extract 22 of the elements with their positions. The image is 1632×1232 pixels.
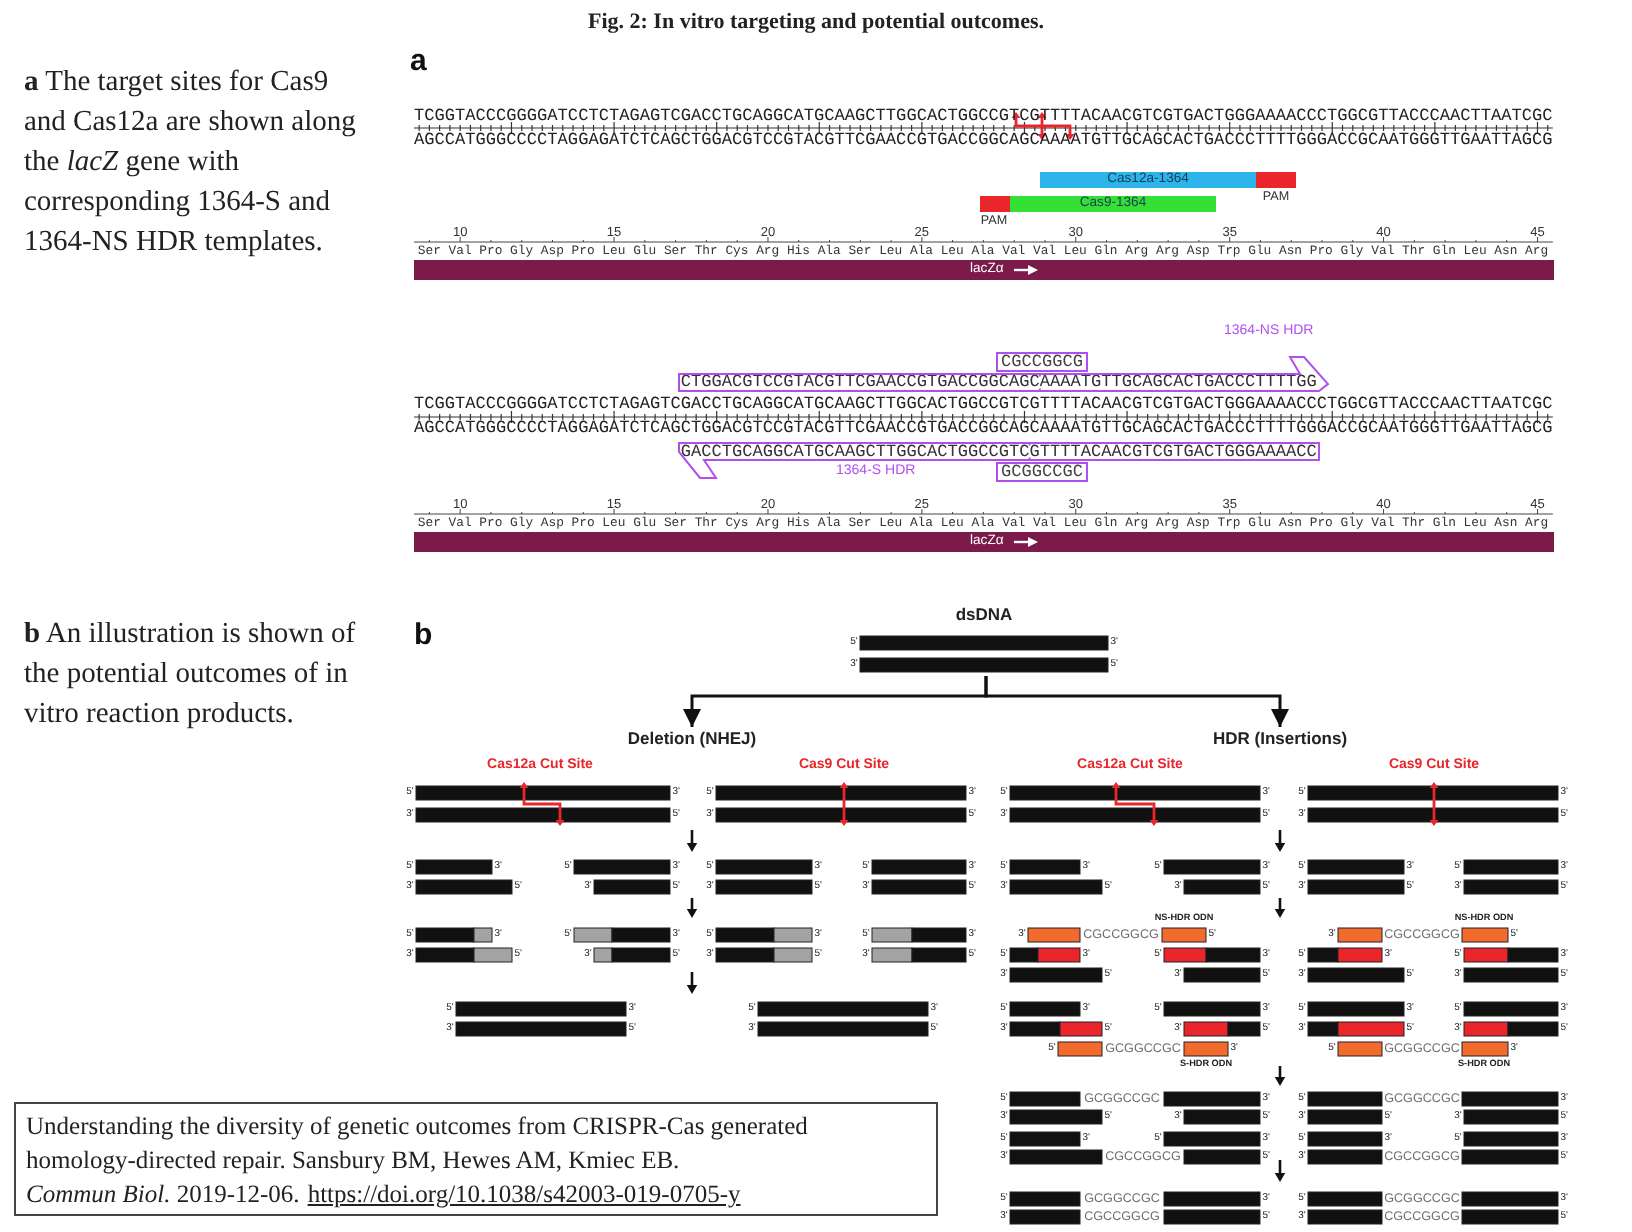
gene-bar [414, 532, 1554, 552]
branch-heading: HDR (Insertions) [1212, 728, 1348, 748]
dna-sequence: TCGGTACCCGGGGATCCTCTAGAGTCGACCTGCAGGCATGCAAGCTTGGCACTGGCCGTCGTTTTACAACGTCGTGACTGGGAAAACCCTGGCGTTACCCAACTTAATCGC [414, 107, 1553, 125]
dna-sequence: AGCCATGGGCCCCTAGGAGATCTCAGCTGGACGTCCGTACGTTCGAACCGTGACCGGCAGCAAAATGTTGCAGCACTGACCCTTTTGGGACCGCAATGGGTTGAATTAGCG [414, 420, 1553, 438]
caption-text: a The target sites for Cas9 and Cas12a are shown along the lacZ gene with corresponding 1364-S and 1364-NS HDR templates. [24, 64, 358, 262]
journal-reference: Commun Biol. 2019-12-06. [26, 1180, 300, 1208]
caption-text: b An illustration is shown of the potential outcomes of in vitro reaction products. [24, 616, 358, 734]
pam-bar [1256, 172, 1296, 188]
branch-heading: Deletion (NHEJ) [627, 728, 757, 748]
doi-link: https://doi.org/10.1038/s42003-019-0705-y [307, 1180, 741, 1208]
figure-title: Fig. 2: In vitro targeting and potential outcomes. [587, 10, 1045, 36]
connector-arrow [984, 676, 1289, 727]
dna-sequence: AGCCATGGGCCCCTAGGAGATCTCAGCTGGACGTCCGTACGTTCGAACCGTGACCGGCAGCAAAATGTTGCAGCACTGACCCTTTTGGGACCGCAATGGGTTGAATTAGCG [414, 131, 1553, 149]
dna-sequence: TCGGTACCCGGGGATCCTCTAGAGTCGACCTGCAGGCATGCAAGCTTGGCACTGGCCGTCGTTTTACAACGTCGTGACTGGGAAAACCCTGGCGTTACCCAACTTAATCGC [414, 396, 1553, 414]
panel-letter: a [410, 44, 427, 78]
citation-text: Understanding the diversity of genetic outcomes from CRISPR-Cas generated homology-directed repair. Sansbury BM, Hewes AM, Kmiec EB. [26, 1110, 810, 1178]
pam-bar [980, 196, 1010, 212]
panel-letter: b [414, 618, 433, 652]
gene-bar [414, 260, 1554, 280]
insert-sequence-box: CGCCGGCG [996, 352, 1088, 372]
heading: dsDNA [955, 604, 1013, 624]
insert-sequence-box: GCGGCCGC [996, 462, 1088, 482]
